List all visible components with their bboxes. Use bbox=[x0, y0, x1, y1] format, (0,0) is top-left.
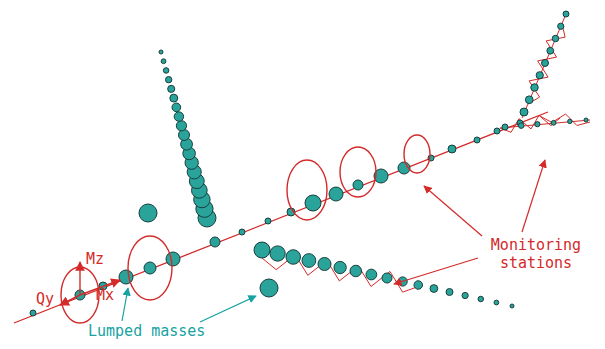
leader-group bbox=[122, 288, 256, 322]
lumped-mass bbox=[286, 250, 301, 265]
lumped-mass bbox=[584, 118, 588, 122]
lumped-mass bbox=[563, 11, 569, 17]
lumped-mass bbox=[547, 47, 554, 54]
lumped-mass bbox=[474, 137, 480, 143]
lumped-mass bbox=[119, 270, 133, 284]
leader-line bbox=[424, 186, 482, 236]
station-ellipse bbox=[287, 160, 327, 220]
lumped-mass bbox=[30, 310, 36, 316]
lumped-mass bbox=[176, 121, 186, 131]
spring-symbol bbox=[540, 114, 590, 126]
qy-arrow bbox=[60, 295, 80, 305]
lumped-mass bbox=[166, 77, 172, 83]
lumped-mass bbox=[462, 292, 468, 298]
mass-group bbox=[30, 11, 588, 316]
lumped-mass bbox=[494, 128, 500, 134]
leader-line bbox=[122, 288, 128, 321]
lumped-mass bbox=[265, 218, 271, 224]
spring-symbol bbox=[262, 255, 420, 292]
lumped-mass bbox=[254, 242, 270, 258]
lumped-mass bbox=[329, 187, 343, 201]
station-ellipse bbox=[128, 236, 172, 300]
load-arrows bbox=[60, 262, 120, 305]
moment-label: Mz bbox=[86, 250, 104, 268]
lumped-mass bbox=[366, 269, 377, 280]
lumped-mass bbox=[161, 59, 166, 64]
lumped-mass bbox=[552, 35, 559, 42]
spring-symbol bbox=[500, 115, 560, 132]
lumped-mass bbox=[558, 23, 564, 29]
lumped-mass bbox=[210, 237, 220, 247]
spring-group bbox=[262, 24, 590, 292]
leader-line bbox=[200, 296, 256, 322]
lumped-mass bbox=[239, 229, 245, 235]
lumped-mass bbox=[334, 261, 346, 273]
lumped-mass bbox=[174, 112, 183, 121]
spring-symbol bbox=[528, 24, 565, 104]
lumped-mass bbox=[159, 50, 163, 54]
station-ellipse bbox=[404, 135, 430, 173]
lumped-mass bbox=[414, 281, 423, 290]
lumped-mass bbox=[270, 246, 285, 261]
lumped-mass bbox=[430, 285, 438, 293]
moment-label: Mx bbox=[96, 286, 114, 304]
station-group bbox=[61, 135, 430, 323]
mz-arrow bbox=[79, 262, 80, 295]
lumped-mass bbox=[353, 180, 363, 190]
lumped-mass bbox=[139, 204, 157, 222]
lumped-mass bbox=[172, 103, 181, 112]
lumped-mass bbox=[535, 122, 540, 127]
callout-label: Lumped masses bbox=[88, 322, 205, 340]
lumped-mass bbox=[448, 145, 456, 153]
lumped-mass bbox=[502, 124, 508, 130]
station-ellipse bbox=[340, 147, 376, 197]
lumped-mass bbox=[510, 304, 514, 308]
lumped-mass bbox=[350, 265, 362, 277]
beam-line bbox=[500, 120, 590, 128]
callout-label: Monitoring stations bbox=[486, 236, 586, 272]
beam-line bbox=[522, 14, 566, 118]
lumped-mass bbox=[260, 279, 278, 297]
lumped-mass bbox=[525, 96, 533, 104]
lumped-mass bbox=[568, 119, 572, 123]
force-label: Qy bbox=[36, 290, 54, 308]
lumped-mass bbox=[551, 120, 556, 125]
lumped-mass bbox=[536, 72, 543, 79]
lumped-mass bbox=[494, 300, 499, 305]
leader-line bbox=[522, 160, 545, 232]
leader-line bbox=[394, 258, 478, 284]
lumped-mass bbox=[531, 84, 539, 92]
lumped-mass bbox=[302, 254, 316, 268]
lumped-mass bbox=[163, 68, 169, 74]
lumped-mass bbox=[318, 258, 331, 271]
lumped-mass bbox=[520, 108, 528, 116]
lumped-mass bbox=[518, 123, 524, 129]
beam-line bbox=[14, 112, 548, 323]
lumped-mass bbox=[168, 85, 175, 92]
lumped-mass bbox=[382, 273, 392, 283]
lumped-mass bbox=[478, 296, 484, 302]
lumped-mass bbox=[144, 262, 156, 274]
lumped-mass bbox=[446, 289, 453, 296]
lumped-mass bbox=[170, 94, 178, 102]
lumped-mass bbox=[166, 252, 180, 266]
lumped-mass bbox=[305, 195, 321, 211]
lumped-mass bbox=[542, 60, 549, 67]
